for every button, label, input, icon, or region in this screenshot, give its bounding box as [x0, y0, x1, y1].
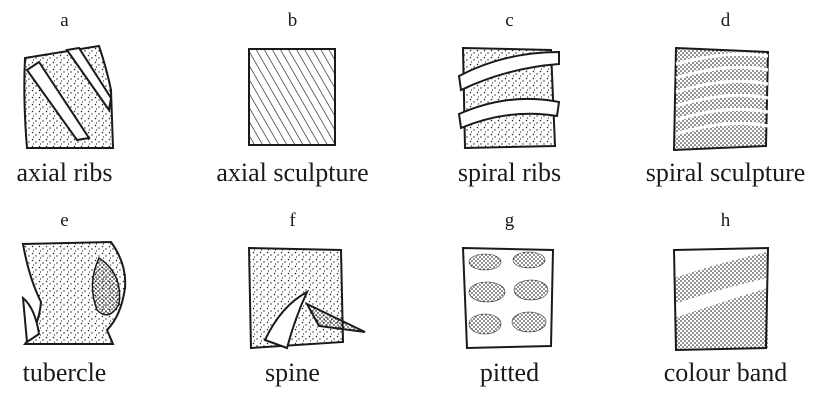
panel-letter: e — [0, 210, 167, 232]
spine-illustration — [245, 244, 375, 354]
panel-e: e tubercle — [0, 210, 167, 394]
panel-letter: a — [0, 10, 167, 32]
panel-d: d spiral sculpture — [623, 10, 822, 195]
axial-ribs-illustration — [17, 40, 117, 155]
panel-caption: axial sculpture — [190, 158, 395, 188]
tubercle-illustration — [17, 238, 132, 350]
panel-h: h colour band — [623, 210, 822, 394]
panel-letter: h — [623, 210, 822, 232]
axial-sculpture-illustration — [245, 45, 340, 150]
panel-letter: d — [623, 10, 822, 32]
panel-caption: spine — [190, 358, 395, 388]
panel-letter: c — [407, 10, 612, 32]
panel-caption: spiral sculpture — [623, 158, 822, 188]
panel-caption: axial ribs — [0, 158, 167, 188]
panel-c: c spiral ribs — [407, 10, 612, 195]
spiral-ribs-illustration — [455, 42, 565, 154]
pitted-illustration — [457, 242, 562, 354]
panel-letter: f — [190, 210, 395, 232]
panel-letter: b — [190, 10, 395, 32]
panel-g: g pitted — [407, 210, 612, 394]
panel-caption: spiral ribs — [407, 158, 612, 188]
panel-f: f spine — [190, 210, 395, 394]
panel-b: b axial sculpture — [190, 10, 395, 195]
spiral-sculpture-illustration — [668, 42, 778, 154]
panel-a: a axial ribs — [0, 10, 167, 195]
panel-letter: g — [407, 210, 612, 232]
panel-caption: pitted — [407, 358, 612, 388]
panel-caption: tubercle — [0, 358, 167, 388]
colour-band-illustration — [668, 244, 778, 356]
panel-caption: colour band — [623, 358, 822, 388]
